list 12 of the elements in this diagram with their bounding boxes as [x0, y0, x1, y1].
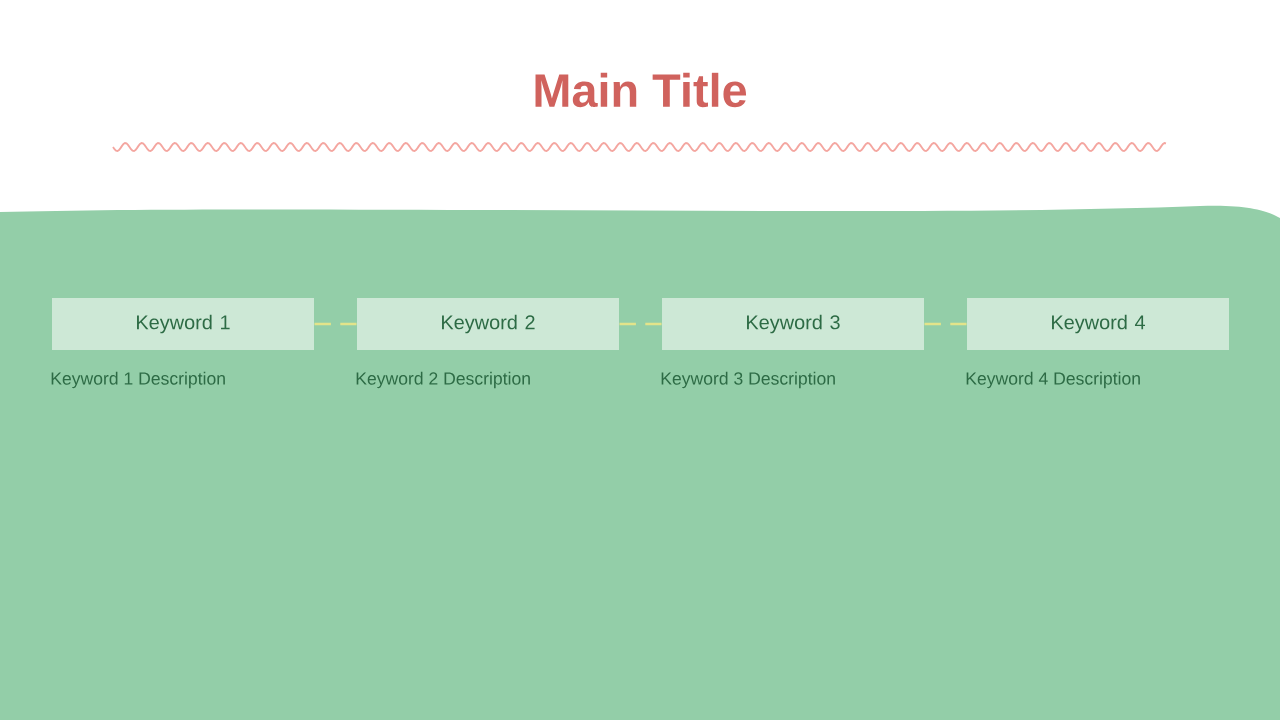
- description-text: Keyword 4 Description: [966, 371, 1140, 389]
- connector-line: [314, 322, 357, 326]
- keyword-box: Keyword 4: [967, 298, 1229, 350]
- description-text: Keyword 3 Description: [661, 371, 835, 389]
- connector-line: [619, 322, 662, 326]
- keyword-box: Keyword 3: [662, 298, 924, 350]
- connector-line: [924, 322, 967, 326]
- title: Main Title: [535, 72, 747, 108]
- keyword-box: Keyword 2: [357, 298, 619, 350]
- keyword-box: Keyword 1: [52, 298, 314, 350]
- description-text: Keyword 2 Description: [356, 371, 530, 389]
- description-text: Keyword 1 Description: [51, 371, 225, 389]
